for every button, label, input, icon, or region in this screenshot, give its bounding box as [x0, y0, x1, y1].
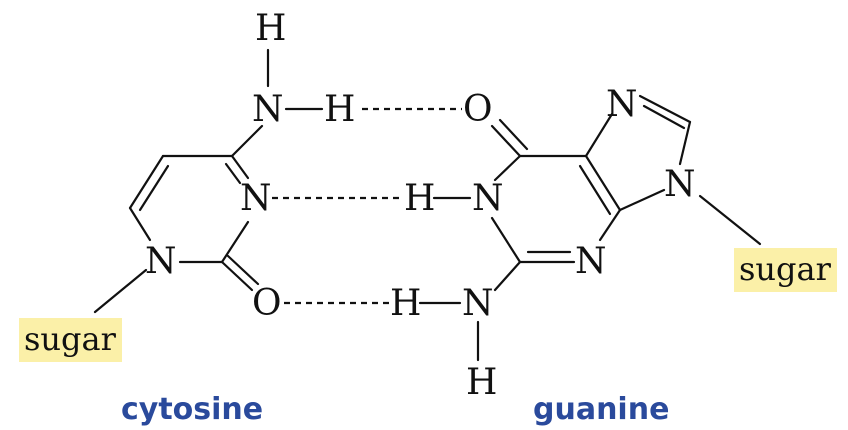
bond-c5-c4 [584, 154, 622, 212]
bond-c5-n7 [584, 112, 614, 158]
guanine-n9: N [664, 164, 696, 205]
bond-n1-sugar-c [93, 268, 148, 314]
bond-c5-c6 [128, 154, 165, 210]
bond-c5-c4-double [578, 164, 612, 216]
cytosine-amino-h-right: H [324, 89, 355, 130]
bond-c5-c6-double [138, 164, 170, 212]
cytosine-amino-n: N [252, 89, 284, 130]
guanine-sugar-label: sugar [739, 250, 832, 288]
bond-n7-c8 [638, 94, 692, 124]
bond-c4-n3 [598, 208, 622, 242]
bond-n1-c6 [493, 154, 522, 182]
guanine-o6: O [463, 89, 493, 130]
guanine-n7: N [606, 84, 638, 125]
cytosine-n3: N [240, 178, 272, 219]
cytosine-o2: O [252, 283, 282, 324]
cytosine-n1: N [145, 241, 177, 282]
bond-c2-n1 [490, 216, 522, 264]
guanine-sugar-highlight [734, 248, 837, 292]
cytosine-amino-h-top: H [255, 8, 286, 49]
cytosine-caption: cytosine [121, 392, 263, 427]
guanine-n2-h-left: H [390, 283, 421, 324]
hydrogen-bonds [272, 107, 462, 305]
guanine-n3: N [575, 241, 607, 282]
bond-n7-c8-double [642, 104, 686, 130]
guanine-n2: N [462, 283, 494, 324]
bond-n3-c4 [230, 154, 250, 180]
guanine-structure: O H N N N N H N H sugar [390, 84, 837, 403]
guanine-n2-h-bottom: H [466, 362, 497, 403]
bond-c6-n1 [128, 206, 152, 242]
bond-c2-n3 [220, 220, 250, 264]
cytosine-sugar-label: sugar [24, 320, 117, 358]
bond-o6-c6-double [498, 118, 529, 151]
bond-c2-o [220, 260, 254, 292]
bond-n3-c4-double [224, 162, 242, 185]
guanine-n1: N [472, 178, 504, 219]
guanine-caption: guanine [533, 392, 669, 427]
cytosine-structure: H N H N N O sugar [19, 8, 355, 362]
bond-c2-n2 [493, 260, 522, 292]
guanine-n1-h: H [404, 178, 435, 219]
bond-c8-n9 [678, 120, 692, 166]
bond-o6-c6 [490, 124, 522, 158]
bond-n9-c4 [618, 188, 666, 212]
bond-c2-o-double [226, 254, 260, 286]
bond-n9-sugar-g [698, 194, 762, 246]
bond-n4-c4 [230, 124, 264, 158]
cytosine-sugar-highlight [19, 318, 122, 362]
